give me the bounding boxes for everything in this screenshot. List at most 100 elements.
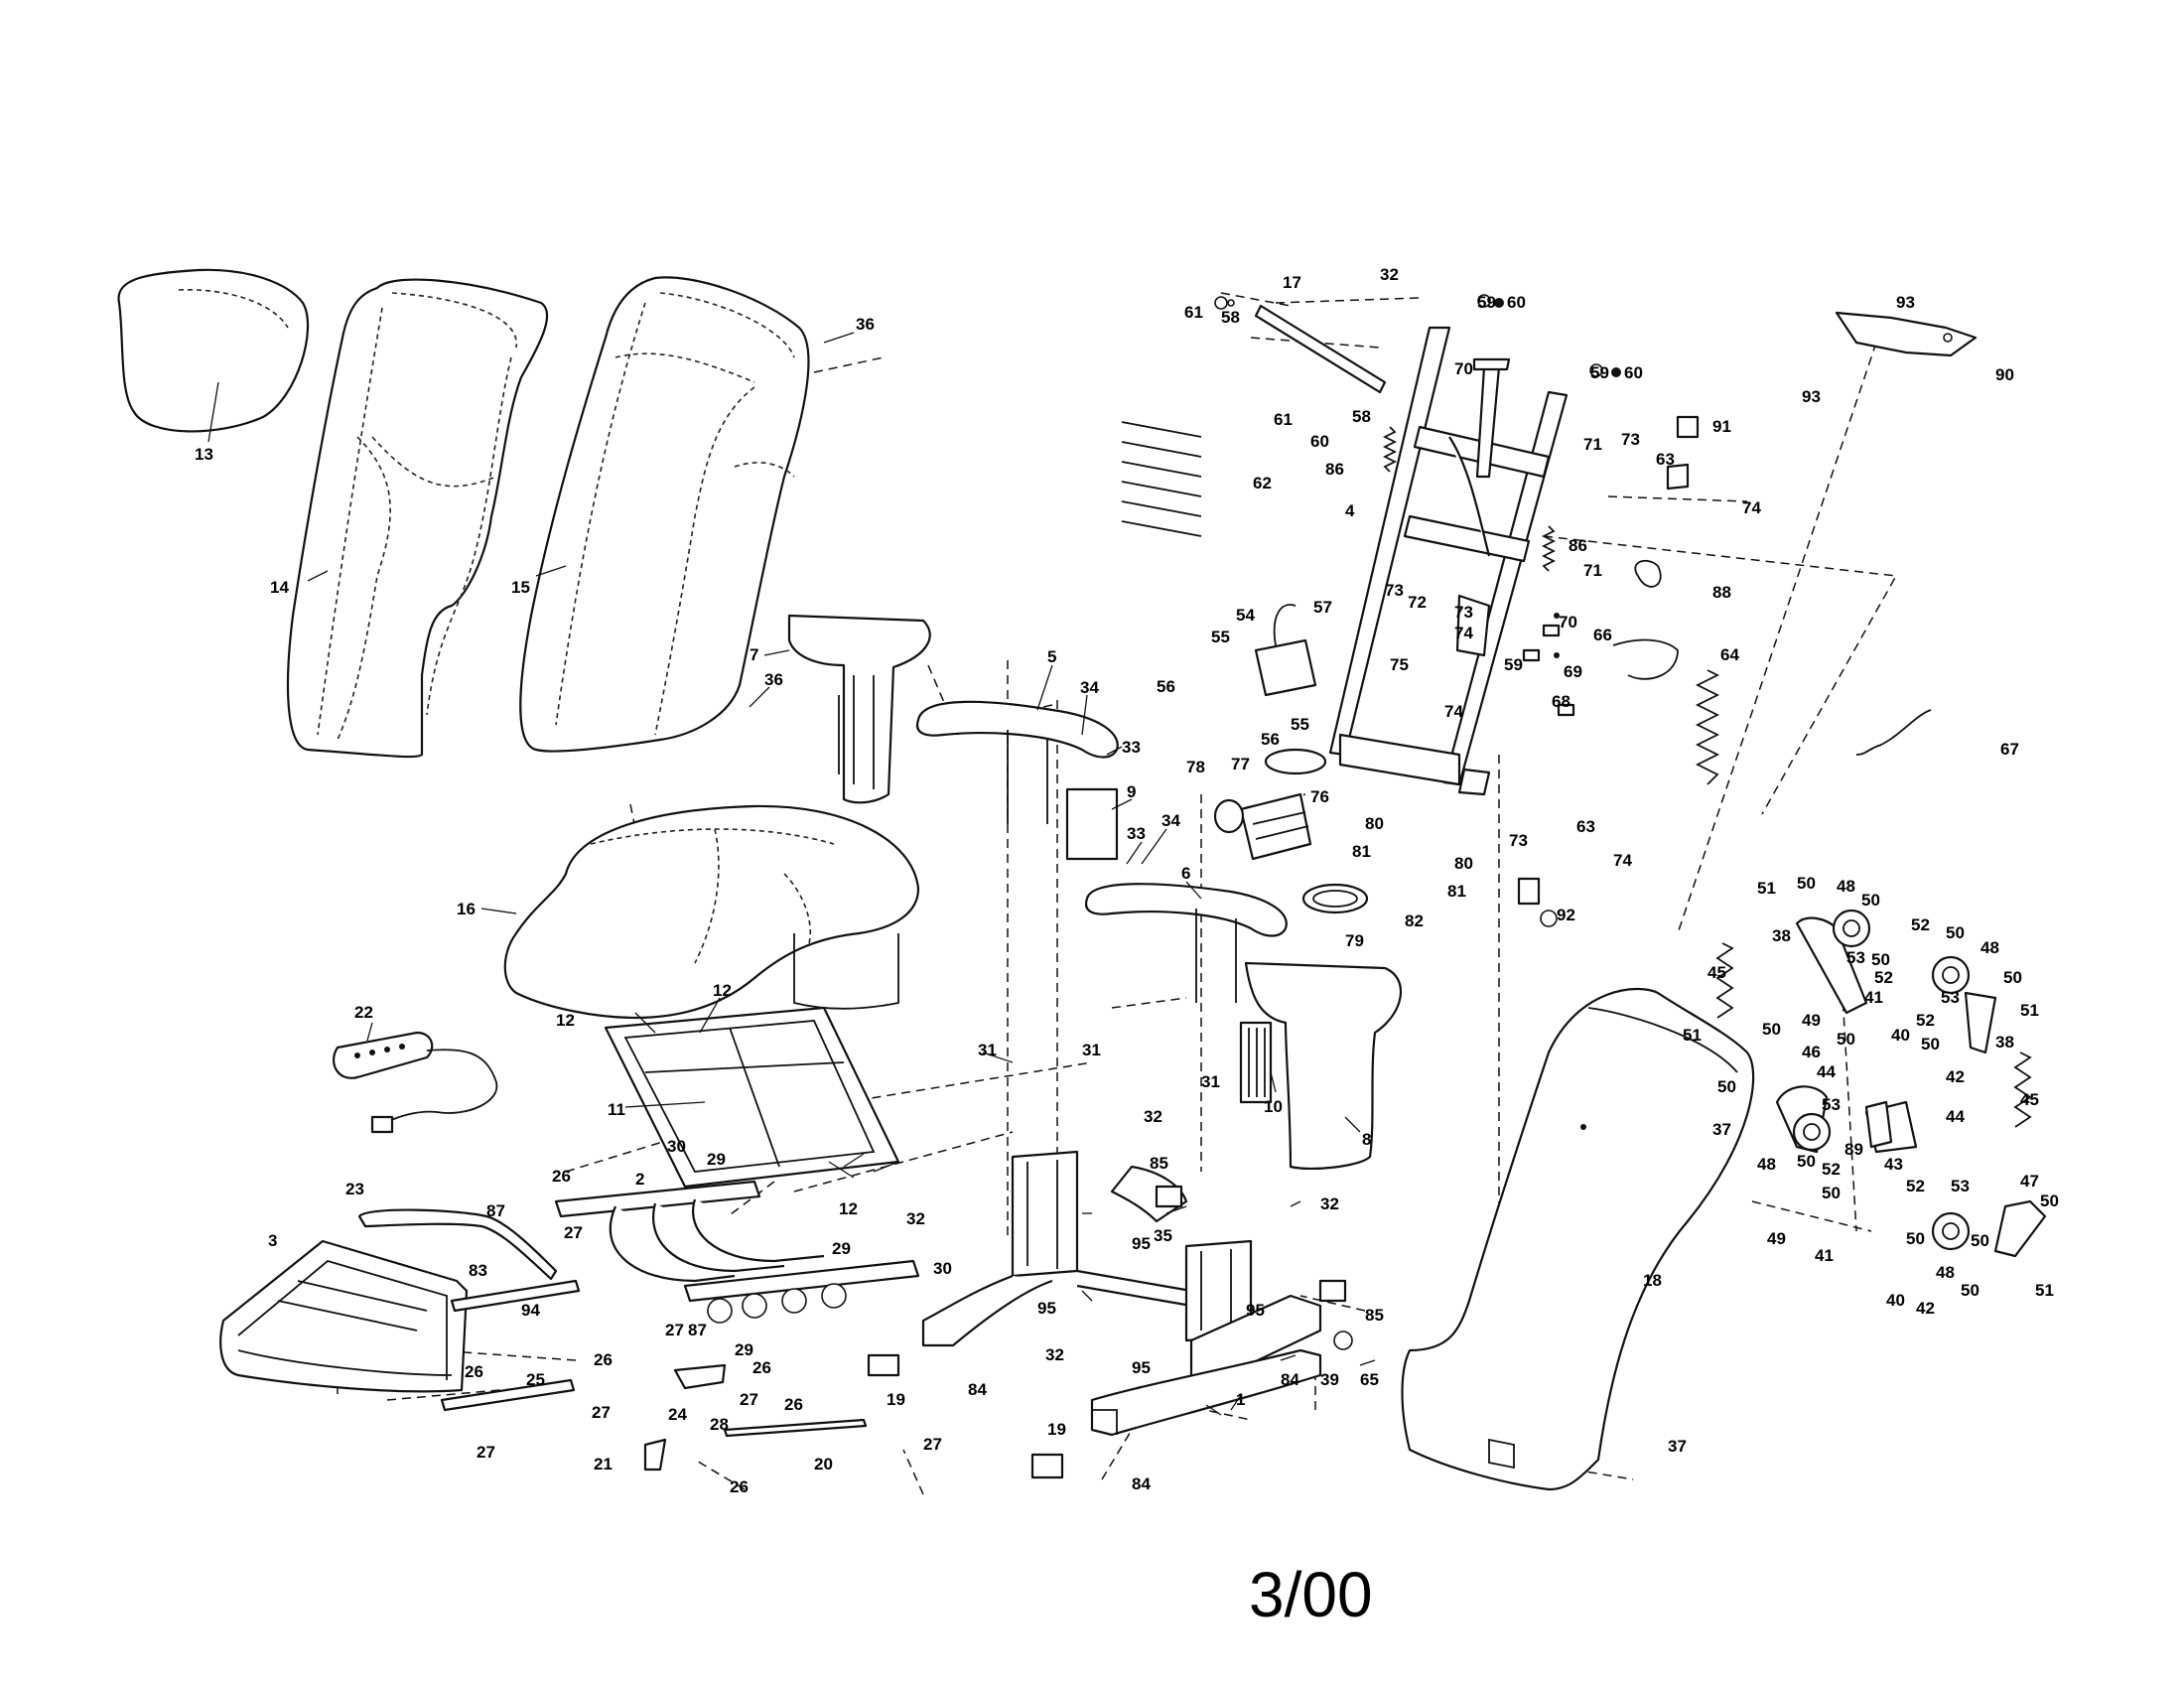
callout-9: 9 <box>1127 782 1136 801</box>
callout-71: 71 <box>1583 561 1602 580</box>
callout-32: 32 <box>1144 1107 1162 1126</box>
callout-64: 64 <box>1720 645 1739 664</box>
callout-53: 53 <box>1846 948 1865 967</box>
callout-87: 87 <box>688 1321 707 1339</box>
callout-66: 66 <box>1593 626 1612 644</box>
callout-30: 30 <box>667 1137 686 1156</box>
callout-41: 41 <box>1815 1246 1834 1265</box>
left-side-panel <box>787 614 931 804</box>
callout-80: 80 <box>1365 814 1384 833</box>
top-bracket <box>1214 296 1387 394</box>
callout-13: 13 <box>195 445 213 464</box>
callout-43: 43 <box>1884 1155 1903 1174</box>
callout-94: 94 <box>521 1301 540 1320</box>
callout-28: 28 <box>710 1415 729 1434</box>
callout-82: 82 <box>1405 912 1424 930</box>
callout-51: 51 <box>1683 1026 1702 1045</box>
callout-53: 53 <box>1941 988 1960 1007</box>
callout-35: 35 <box>1154 1226 1172 1245</box>
right-side-panel <box>1244 961 1403 1171</box>
callout-27: 27 <box>592 1403 611 1422</box>
back-shell <box>1401 987 1755 1491</box>
callout-leaders <box>207 332 1376 1416</box>
callout-29: 29 <box>707 1150 726 1169</box>
callout-79: 79 <box>1345 931 1364 950</box>
callout-51: 51 <box>1757 879 1776 898</box>
motor-assembly <box>1213 748 1369 914</box>
center-lift-frame <box>921 1150 1193 1347</box>
callout-52: 52 <box>1874 968 1893 987</box>
callout-48: 48 <box>1757 1155 1776 1174</box>
callout-50: 50 <box>1837 1030 1855 1049</box>
callout-50: 50 <box>1921 1035 1940 1053</box>
callout-85: 85 <box>1150 1154 1168 1173</box>
callout-77: 77 <box>1231 755 1250 773</box>
callout-32: 32 <box>1045 1345 1064 1364</box>
callout-55: 55 <box>1291 715 1309 734</box>
callout-74: 74 <box>1742 498 1761 517</box>
remote-control <box>332 1031 498 1134</box>
callout-19: 19 <box>1047 1420 1066 1439</box>
right-armrest <box>1084 883 1288 1003</box>
callout-27: 27 <box>740 1390 758 1409</box>
base-frame-rail <box>1090 1348 1322 1437</box>
callout-37: 37 <box>1712 1120 1731 1139</box>
callout-10: 10 <box>1264 1097 1283 1116</box>
lift-springs <box>1382 426 1720 785</box>
callout-69: 69 <box>1564 662 1582 681</box>
callout-29: 29 <box>735 1340 753 1359</box>
callout-47: 47 <box>2020 1172 2039 1191</box>
callout-2: 2 <box>635 1170 644 1189</box>
callout-59: 59 <box>1477 293 1496 312</box>
callout-52: 52 <box>1906 1177 1925 1195</box>
callout-50: 50 <box>1717 1077 1736 1096</box>
callout-40: 40 <box>1891 1026 1910 1045</box>
callout-84: 84 <box>1281 1370 1299 1389</box>
callout-59: 59 <box>1504 655 1523 674</box>
callout-71: 71 <box>1583 435 1602 454</box>
callout-81: 81 <box>1352 842 1371 861</box>
callout-50: 50 <box>1762 1020 1781 1039</box>
callout-86: 86 <box>1569 536 1587 555</box>
callout-59: 59 <box>1590 363 1609 382</box>
callout-50: 50 <box>1822 1184 1841 1202</box>
callout-34: 34 <box>1161 811 1180 830</box>
base-bumpers <box>867 1185 1353 1479</box>
callout-1: 1 <box>1236 1390 1245 1409</box>
callout-32: 32 <box>1380 265 1399 284</box>
callout-54: 54 <box>1236 606 1255 625</box>
callout-63: 63 <box>1576 817 1595 836</box>
callout-42: 42 <box>1916 1299 1935 1318</box>
callout-23: 23 <box>345 1180 364 1198</box>
callout-56: 56 <box>1157 677 1175 696</box>
callout-17: 17 <box>1283 273 1301 292</box>
callout-93: 93 <box>1802 387 1821 406</box>
callout-95: 95 <box>1037 1299 1056 1318</box>
callout-25: 25 <box>526 1370 545 1389</box>
callout-84: 84 <box>1132 1474 1151 1493</box>
callout-4: 4 <box>1345 501 1355 520</box>
callout-62: 62 <box>1253 474 1272 492</box>
callout-45: 45 <box>1707 963 1726 982</box>
callout-46: 46 <box>1802 1043 1821 1061</box>
callout-78: 78 <box>1186 758 1205 776</box>
callout-70: 70 <box>1559 613 1577 632</box>
callout-42: 42 <box>1946 1067 1965 1086</box>
lift-actuator-frame <box>1328 326 1569 796</box>
callout-27: 27 <box>665 1321 684 1339</box>
callout-50: 50 <box>1946 923 1965 942</box>
callout-95: 95 <box>1132 1234 1151 1253</box>
callout-95: 95 <box>1246 1301 1265 1320</box>
callout-87: 87 <box>486 1201 505 1220</box>
callout-50: 50 <box>2003 968 2022 987</box>
side-pad <box>1239 1021 1273 1104</box>
callout-85: 85 <box>1365 1306 1384 1325</box>
callout-31: 31 <box>1082 1041 1101 1059</box>
callout-27: 27 <box>564 1223 583 1242</box>
callout-60: 60 <box>1507 293 1526 312</box>
seat-cushion <box>503 804 920 1020</box>
callout-50: 50 <box>1797 1152 1816 1171</box>
callout-33: 33 <box>1122 738 1141 757</box>
motor-rod-set <box>1121 421 1202 537</box>
footrest-linkage <box>440 1279 868 1472</box>
